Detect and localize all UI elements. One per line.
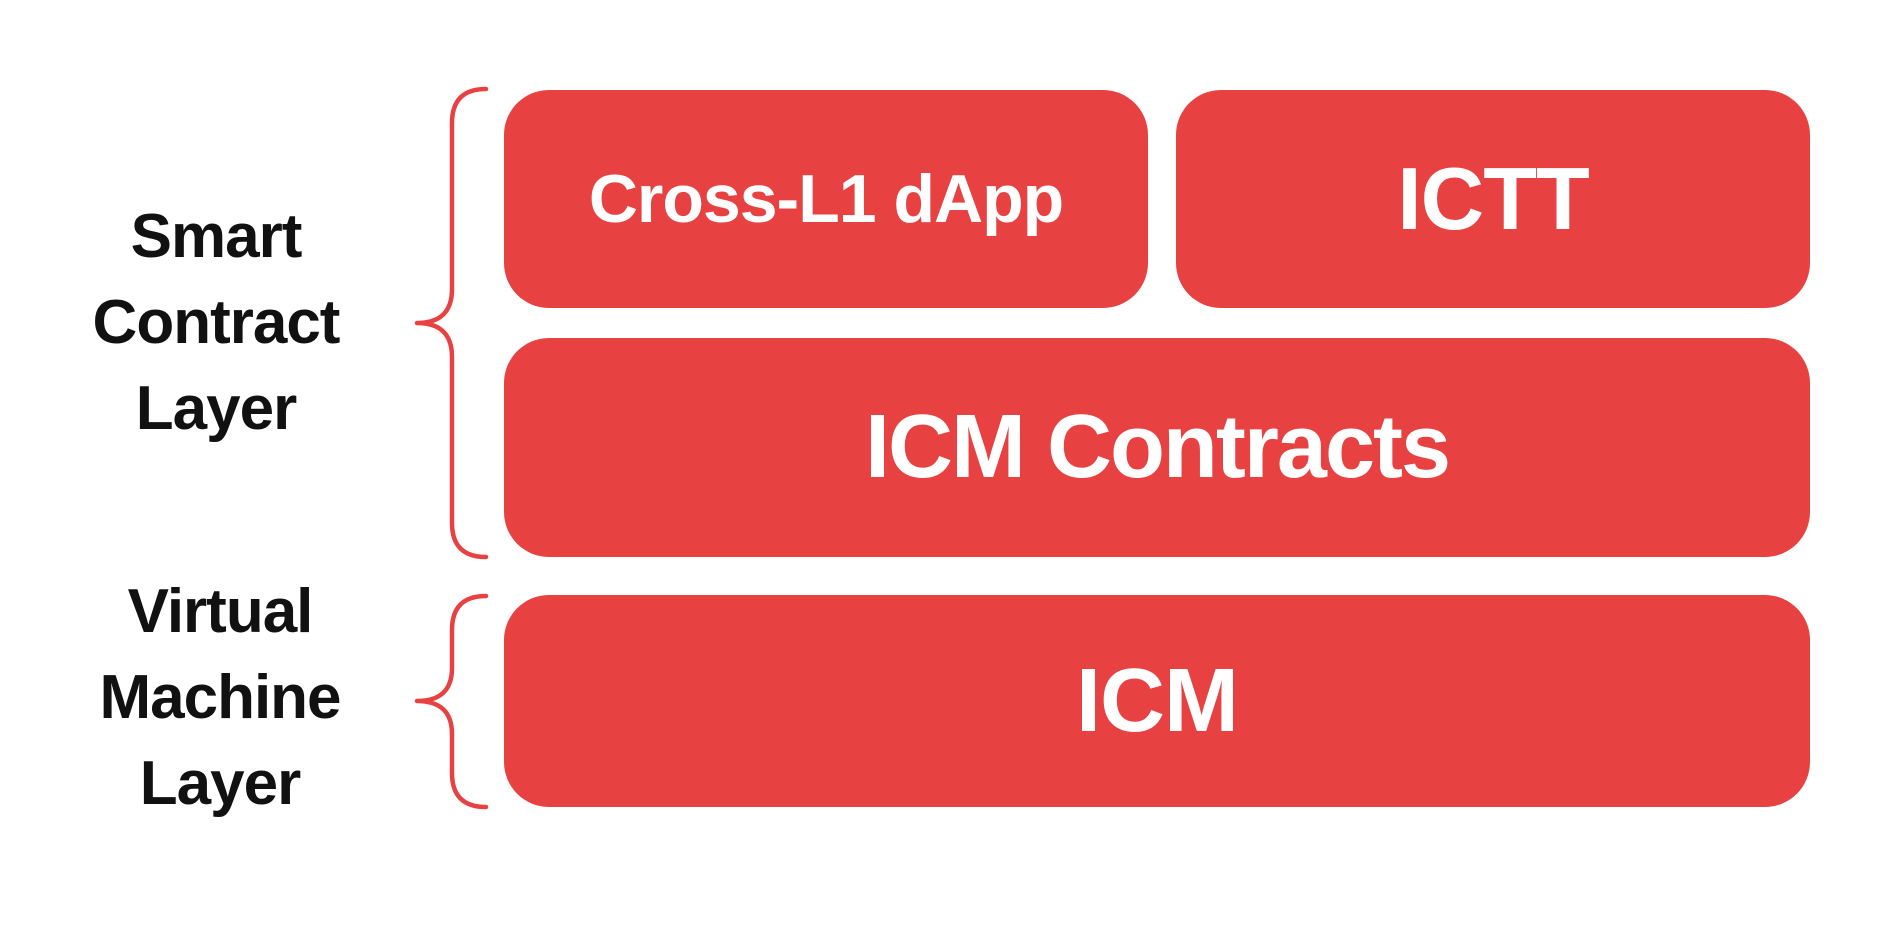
virtual-machine-layer-label-line3: Layer — [139, 749, 301, 818]
icm-box-label: ICM — [1076, 650, 1239, 751]
cross-l1-dapp-box-label: Cross-L1 dApp — [588, 161, 1064, 237]
cross-l1-dapp-box: Cross-L1 dApp — [504, 90, 1148, 308]
ictt-box: ICTT — [1176, 90, 1810, 308]
smart-contract-layer-label-line1: Smart — [130, 202, 303, 271]
smart-contract-layer-label: Smart Contract Layer — [36, 194, 396, 452]
ictt-box-label: ICTT — [1397, 149, 1590, 248]
smart-contract-layer-label-line2: Contract — [92, 288, 341, 357]
icm-contracts-box-label: ICM Contracts — [864, 397, 1451, 497]
virtual-machine-layer-label-line2: Machine — [99, 663, 341, 732]
smart-contract-layer-brace-icon — [414, 86, 489, 560]
smart-contract-layer-label-line3: Layer — [135, 374, 297, 443]
virtual-machine-layer-label-line1: Virtual — [127, 577, 314, 646]
virtual-machine-layer-brace-icon — [414, 593, 489, 810]
icm-contracts-box: ICM Contracts — [504, 338, 1810, 557]
virtual-machine-layer-label: Virtual Machine Layer — [40, 569, 400, 827]
icm-box: ICM — [504, 595, 1810, 807]
